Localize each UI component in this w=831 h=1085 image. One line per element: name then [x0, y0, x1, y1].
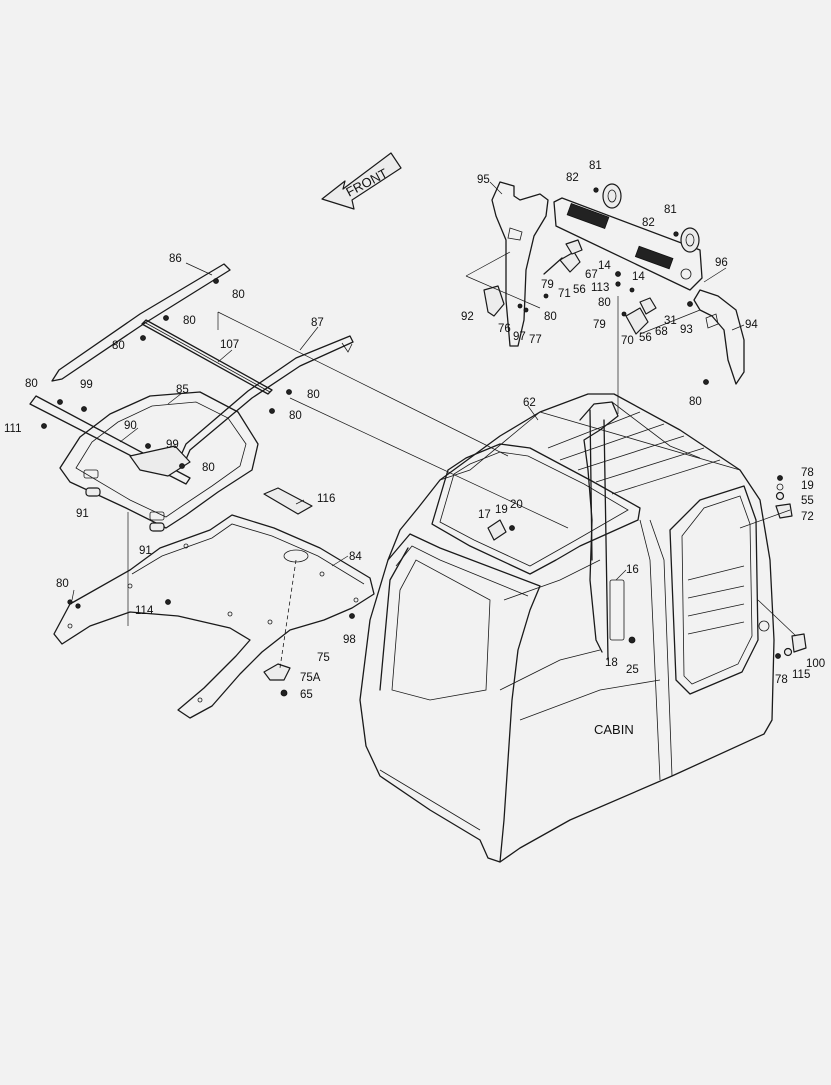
callout-82: 82 [566, 172, 579, 184]
callout-94: 94 [745, 319, 758, 331]
callout-113: 113 [591, 282, 609, 294]
callout-77: 77 [529, 334, 542, 346]
callout-76: 76 [498, 323, 511, 335]
callout-68: 68 [655, 326, 668, 338]
callout-111: 111 [4, 423, 21, 435]
cabin-label: CABIN [594, 722, 634, 737]
callout-115: 115 [792, 669, 810, 681]
callout-20: 20 [510, 499, 523, 511]
callout-98: 98 [343, 634, 356, 646]
rear-hardware [465, 239, 709, 414]
callout-92: 92 [461, 311, 474, 323]
callout-80: 80 [232, 289, 245, 301]
callout-72: 72 [801, 511, 814, 523]
part-96-rear-panel [553, 197, 703, 291]
callout-100: 100 [806, 658, 825, 670]
callout-91: 91 [139, 545, 152, 557]
callout-80: 80 [183, 315, 196, 327]
right-hardware-bottom [757, 599, 807, 659]
callout-75: 75 [317, 652, 330, 664]
callout-80: 80 [689, 396, 702, 408]
callout-97: 97 [513, 331, 526, 343]
part-84-lining [53, 514, 375, 719]
callout-107: 107 [220, 339, 239, 351]
callout-87: 87 [311, 317, 324, 329]
part-95-pillar-trim [491, 181, 549, 347]
callout-99: 99 [80, 379, 93, 391]
callout-62: 62 [523, 397, 536, 409]
callout-114: 114 [135, 605, 154, 617]
part-116-pad [263, 487, 313, 515]
part-86-rail [51, 263, 231, 382]
projection-line-a [217, 311, 509, 457]
part-90-strip [29, 395, 191, 485]
part-75-assembly [263, 559, 297, 697]
callout-80: 80 [598, 297, 611, 309]
part-107-crossbar [141, 319, 273, 395]
part-94-pillar-trim [693, 289, 745, 385]
callout-80: 80 [25, 378, 38, 390]
callout-18: 18 [605, 657, 618, 669]
cabin-body [359, 393, 775, 863]
callout-17: 17 [478, 509, 491, 521]
callout-86: 86 [169, 253, 182, 265]
callout-31: 31 [664, 315, 677, 327]
callout-91: 91 [76, 508, 89, 520]
callout-56: 56 [573, 284, 586, 296]
callout-25: 25 [626, 664, 639, 676]
callout-80: 80 [112, 340, 125, 352]
callout-95: 95 [477, 174, 490, 186]
callout-14: 14 [598, 260, 611, 272]
callout-55: 55 [801, 495, 814, 507]
callout-96: 96 [715, 257, 728, 269]
part-85-headliner [59, 391, 259, 529]
callout-81: 81 [589, 160, 602, 172]
part-91-clips [85, 487, 165, 532]
callout-65: 65 [300, 689, 313, 701]
callout-80: 80 [307, 389, 320, 401]
callout-56: 56 [639, 332, 652, 344]
right-hardware-top [739, 475, 793, 529]
callout-90: 90 [124, 420, 137, 432]
callout-14: 14 [632, 271, 645, 283]
callout-80: 80 [202, 462, 215, 474]
callout-78: 78 [775, 674, 788, 686]
callout-19: 19 [801, 480, 814, 492]
callout-82: 82 [642, 217, 655, 229]
callout-99: 99 [166, 439, 179, 451]
callout-80: 80 [289, 410, 302, 422]
callout-70: 70 [621, 335, 634, 347]
callout-80: 80 [544, 311, 557, 323]
callout-75a: 75A [300, 672, 321, 684]
callout-leaders [71, 181, 745, 601]
callout-116: 116 [317, 493, 335, 505]
callout-80: 80 [56, 578, 69, 590]
callout-71: 71 [558, 288, 571, 300]
front-arrow: FRONT [321, 152, 402, 210]
callout-16: 16 [626, 564, 639, 576]
callout-93: 93 [680, 324, 693, 336]
callout-labels: 86 80 80 80 87 107 80 99 85 80 80 111 90… [4, 160, 825, 701]
callout-85: 85 [176, 384, 189, 396]
callout-19: 19 [495, 504, 508, 516]
callout-84: 84 [349, 551, 362, 563]
callout-78: 78 [801, 467, 814, 479]
callout-79: 79 [541, 279, 554, 291]
part-87-rail [177, 335, 354, 465]
callout-81: 81 [664, 204, 677, 216]
callout-67: 67 [585, 269, 598, 281]
callout-79: 79 [593, 319, 606, 331]
projection-line-c [289, 397, 569, 529]
part-81-speakers [593, 183, 700, 253]
